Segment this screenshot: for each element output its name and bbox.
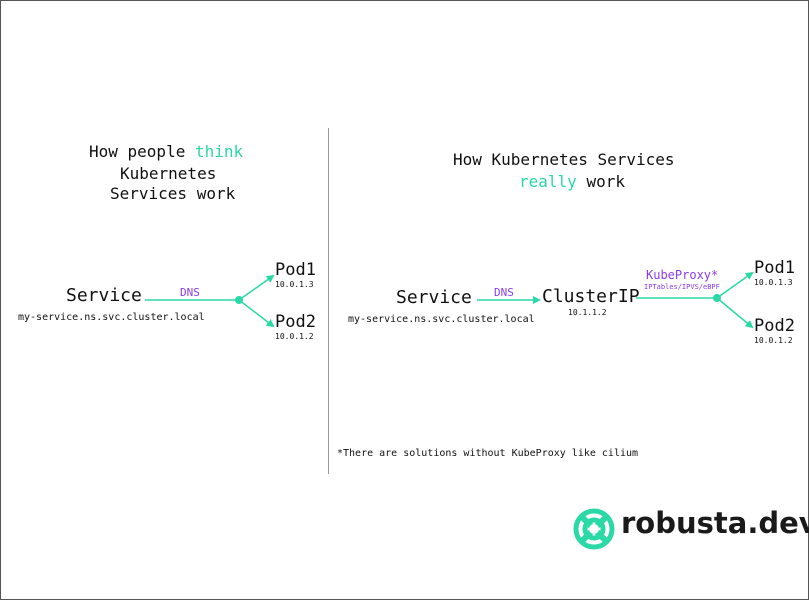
left-title-line-2: Kubernetes [120,164,217,183]
right-pod2-ip: 10.0.1.2 [754,336,793,345]
left-dns-label: DNS [180,286,200,299]
left-title-line-1: How people think [89,142,244,161]
left-title-accent: think [194,142,244,161]
left-service-node: Service [66,285,142,306]
logo-text: robusta.dev [621,506,809,540]
right-clusterip-ip: 10.1.1.2 [568,308,607,317]
right-service-dns-name: my-service.ns.svc.cluster.local [348,314,535,325]
left-pod1-ip: 10.0.1.3 [275,280,314,289]
footnote: *There are solutions without KubeProxy l… [337,448,639,459]
right-pod2-node: Pod2 [754,316,795,336]
right-title-accent: really [519,172,577,191]
left-pod2-ip: 10.0.1.2 [275,332,314,341]
right-junction-to-pod1-edge [716,271,754,299]
kubeproxy-label: KubeProxy* [646,268,719,282]
robusta-logo-icon [573,508,615,550]
left-title-line-3: Services work [110,184,236,203]
right-junction-to-pod2-edge [716,297,754,329]
right-clusterip-node: ClusterIP [542,286,640,307]
left-junction-to-pod2-edge [238,299,275,328]
right-title-line-2: really work [519,172,625,191]
left-pod1-node: Pod1 [275,260,316,280]
right-dns-label: DNS [494,286,514,299]
left-pod2-node: Pod2 [275,312,316,332]
left-junction-to-pod1-edge [238,274,275,301]
right-pod1-ip: 10.0.1.3 [754,278,793,287]
left-service-dns-name: my-service.ns.svc.cluster.local [18,312,205,323]
right-service-node: Service [396,287,472,308]
right-pod1-node: Pod1 [754,258,795,278]
right-title-line-1: How Kubernetes Services [453,150,675,169]
section-divider [328,128,329,474]
kubeproxy-sub-label: IPTables/IPVS/eBPF [644,283,720,291]
